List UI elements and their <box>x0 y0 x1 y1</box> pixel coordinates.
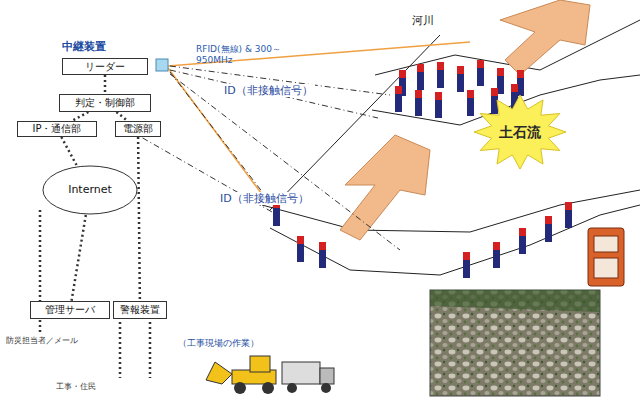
connector <box>116 112 127 121</box>
field-device <box>588 228 624 286</box>
sensor-body <box>395 94 402 112</box>
sensor-body <box>491 96 498 114</box>
process-box: リーダー <box>62 58 148 75</box>
process-box: 警報装置 <box>113 301 167 319</box>
antenna-symbol <box>156 59 168 71</box>
signal-label: ID（非接触信号） <box>222 84 315 97</box>
node-text: 電源部 <box>123 123 153 135</box>
site-photo <box>430 290 600 396</box>
process-box: 管理サーバ <box>30 301 110 319</box>
radio-line <box>168 42 470 205</box>
connector <box>105 75 106 94</box>
process-box: 電源部 <box>115 121 161 137</box>
sensor-top <box>463 252 470 260</box>
radio-label: RFID(無線) & 300～950MHz <box>196 44 292 66</box>
sensor-top <box>477 60 484 68</box>
sensor-top <box>491 88 498 96</box>
sensor-body <box>467 98 474 116</box>
signal-line <box>120 66 400 250</box>
network-ellipse: Internet <box>42 165 138 215</box>
node-text: IP・通信部 <box>33 123 82 135</box>
node-text: 警報装置 <box>120 304 160 316</box>
node-text: 管理サーバ <box>45 304 95 316</box>
sensor-body <box>417 72 424 90</box>
sensor-body <box>545 224 552 242</box>
sensor-top <box>319 242 326 250</box>
sensor-top <box>545 216 552 224</box>
sensor-body <box>519 236 526 254</box>
sensor-group <box>273 60 572 278</box>
flow-arrow <box>340 0 590 240</box>
sensor-top <box>457 66 464 74</box>
node-text: リーダー <box>85 61 125 73</box>
sensor-top <box>511 84 518 92</box>
node-text: 土石流 <box>499 124 541 141</box>
river-line <box>262 20 640 275</box>
sensor-body <box>497 76 504 94</box>
sensor-body <box>457 74 464 92</box>
sensor-body <box>517 78 524 96</box>
sensor-body <box>297 244 304 262</box>
sensor-top <box>399 70 406 78</box>
sensor-body <box>477 68 484 86</box>
connector <box>138 137 140 301</box>
event-starburst: 土石流 <box>474 95 566 169</box>
sensor-body <box>319 250 326 268</box>
wire <box>40 210 150 378</box>
signal-label: ID（非接触信号） <box>218 192 311 205</box>
group-title: 中継装置 <box>62 40 106 53</box>
river-label: 河川 <box>412 14 434 27</box>
sensor-top <box>497 68 504 76</box>
connector <box>72 215 86 301</box>
work-label: （工事現場の作業） <box>178 338 259 349</box>
sensor-body <box>273 208 280 226</box>
sensor-body <box>493 250 500 268</box>
recipient-label: 工事・住民 <box>56 382 96 392</box>
process-box: 判定・制御部 <box>59 94 151 112</box>
sensor-body <box>463 260 470 278</box>
node-text: Internet <box>68 183 112 196</box>
sensor-top <box>395 86 402 94</box>
sensor-body <box>415 98 422 116</box>
connector <box>72 112 89 121</box>
sensor-top <box>417 64 424 72</box>
sensor-top <box>517 70 524 78</box>
node-text: 判定・制御部 <box>75 97 135 109</box>
sensor-body <box>437 70 444 88</box>
sensor-top <box>467 90 474 98</box>
site-photo-trees <box>430 290 600 312</box>
connector <box>61 137 76 165</box>
sensor-body <box>435 100 442 118</box>
sensor-top <box>435 92 442 100</box>
sensor-top <box>297 236 304 244</box>
sensor-top <box>493 242 500 250</box>
sensor-body <box>565 210 572 228</box>
sensor-top <box>415 90 422 98</box>
sensor-top <box>565 202 572 210</box>
excavator <box>206 356 276 394</box>
sensor-top <box>437 62 444 70</box>
recipient-label: 防災担当者／メール <box>6 336 78 346</box>
sensor-top <box>519 228 526 236</box>
process-box: IP・通信部 <box>17 121 97 137</box>
truck <box>282 362 334 393</box>
